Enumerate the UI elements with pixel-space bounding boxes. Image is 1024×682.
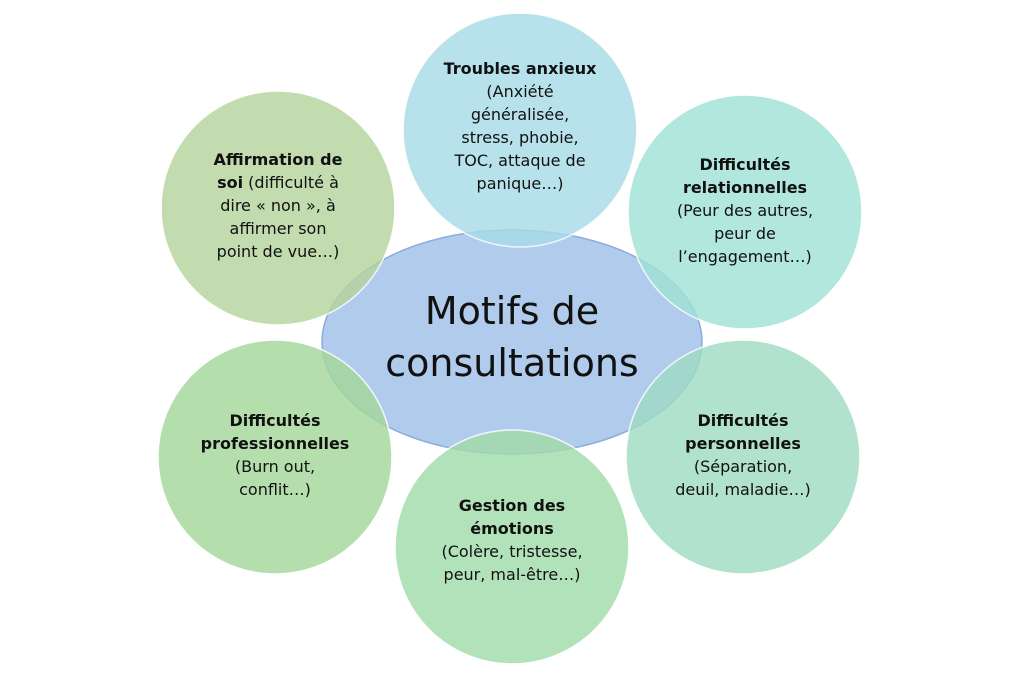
emotions-title-line2: émotions bbox=[470, 519, 554, 538]
affirmation-title-bold: soi bbox=[217, 173, 244, 192]
center-title: Motifs de consultations bbox=[352, 285, 672, 389]
label-difficultes-personnelles: Difficultés personnelles (Séparation, de… bbox=[648, 409, 838, 501]
relationnelles-title-line1: Difficultés bbox=[699, 155, 791, 174]
troubles-anxieux-line: (Anxiété bbox=[486, 82, 554, 101]
affirmation-title-line1: Affirmation de bbox=[213, 150, 343, 169]
professionnelles-line: conflit…) bbox=[239, 480, 311, 499]
label-difficultes-professionnelles: Difficultés professionnelles (Burn out, … bbox=[175, 409, 375, 501]
label-affirmation-soi: Affirmation de soi (difficulté à dire « … bbox=[183, 148, 373, 263]
personnelles-title-line1: Difficultés bbox=[697, 411, 789, 430]
affirmation-line1-rest: (difficulté à bbox=[243, 173, 339, 192]
professionnelles-line: (Burn out, bbox=[234, 457, 316, 476]
affirmation-line: point de vue…) bbox=[216, 242, 340, 261]
personnelles-line: deuil, maladie…) bbox=[675, 480, 811, 499]
circle-difficultes-personnelles bbox=[625, 339, 861, 575]
emotions-title-line1: Gestion des bbox=[458, 496, 566, 515]
label-gestion-emotions: Gestion des émotions (Colère, tristesse,… bbox=[417, 494, 607, 586]
circle-gestion-emotions bbox=[394, 429, 630, 665]
troubles-anxieux-line: TOC, attaque de bbox=[454, 151, 586, 170]
emotions-line: (Colère, tristesse, bbox=[441, 542, 583, 561]
emotions-line: peur, mal-être…) bbox=[443, 565, 581, 584]
relationnelles-line: (Peur des autres, bbox=[676, 201, 814, 220]
affirmation-line: dire « non », à bbox=[220, 196, 336, 215]
affirmation-line: affirmer son bbox=[229, 219, 327, 238]
circle-troubles-anxieux bbox=[402, 12, 638, 248]
label-difficultes-relationnelles: Difficultés relationnelles (Peur des aut… bbox=[650, 153, 840, 268]
center-title-line2: consultations bbox=[385, 341, 639, 385]
relationnelles-title-line2: relationnelles bbox=[682, 178, 808, 197]
troubles-anxieux-line: panique…) bbox=[476, 174, 564, 193]
label-troubles-anxieux: Troubles anxieux (Anxiété généralisée, s… bbox=[420, 57, 620, 195]
professionnelles-title-line1: Difficultés bbox=[229, 411, 321, 430]
personnelles-line: (Séparation, bbox=[693, 457, 793, 476]
troubles-anxieux-line: stress, phobie, bbox=[461, 128, 579, 147]
circle-difficultes-relationnelles bbox=[627, 94, 863, 330]
personnelles-title-line2: personnelles bbox=[685, 434, 801, 453]
circle-affirmation-soi bbox=[160, 90, 396, 326]
troubles-anxieux-line: généralisée, bbox=[470, 105, 570, 124]
relationnelles-line: peur de bbox=[714, 224, 776, 243]
professionnelles-title-line2: professionnelles bbox=[200, 434, 350, 453]
center-title-line1: Motifs de bbox=[424, 289, 600, 333]
troubles-anxieux-title: Troubles anxieux bbox=[443, 59, 597, 78]
circle-difficultes-professionnelles bbox=[157, 339, 393, 575]
relationnelles-line: l’engagement…) bbox=[678, 247, 812, 266]
